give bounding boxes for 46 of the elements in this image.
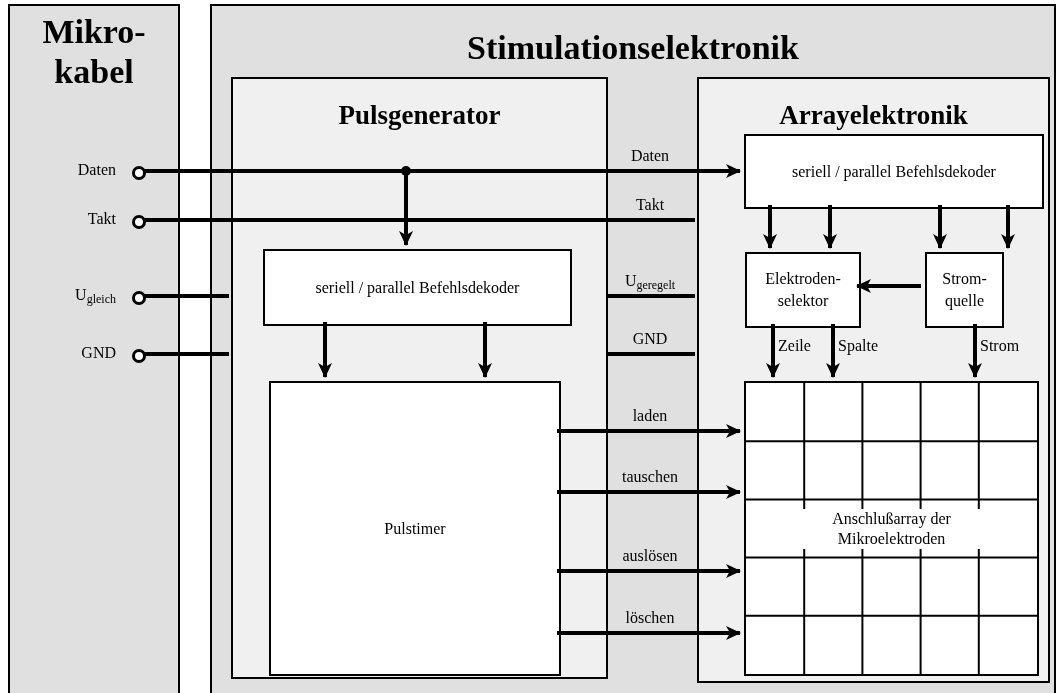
terminal-label: Daten: [77, 160, 116, 180]
arrow: [763, 205, 777, 249]
arrow: [478, 322, 492, 378]
connector-terminal: [132, 349, 146, 363]
terminal-label: U$_{gleich}$: [75, 285, 116, 305]
arrow: [968, 324, 982, 378]
terminal-label: GND: [81, 343, 116, 363]
box-label: Elektroden- selektor: [764, 269, 842, 311]
box-label: Pulstimer: [383, 518, 447, 539]
connection-line: [144, 218, 695, 222]
generator-panel: [231, 77, 608, 679]
arrow: [856, 279, 921, 293]
panel-title: Stimulationselektronik: [466, 28, 800, 68]
current-source-box: [925, 252, 1004, 328]
panel-title: Pulsgenerator: [337, 99, 502, 131]
arrow: [557, 564, 741, 578]
arrow: [557, 424, 741, 438]
arrow: [826, 324, 840, 378]
connection-line: [144, 294, 229, 298]
connection-line: [144, 352, 229, 356]
decoder-box: [263, 249, 572, 326]
decoder-box: [744, 134, 1044, 209]
box-label: seriell / parallel Befehlsdekoder: [314, 277, 521, 299]
connector-terminal: [132, 166, 146, 180]
connection-line: [606, 294, 695, 298]
arrow: [933, 205, 947, 249]
arrow: [823, 205, 837, 249]
arrow: [557, 626, 741, 640]
connection-line: [606, 352, 695, 356]
array-panel: [697, 77, 1050, 683]
connector-terminal: [132, 291, 146, 305]
arrow: [557, 485, 741, 499]
box-label: Strom- quelle: [941, 269, 988, 312]
arrow: [1001, 205, 1015, 249]
cable-panel: [8, 4, 180, 693]
terminal-label: Takt: [87, 209, 116, 229]
selector-box: [745, 252, 861, 328]
electronics-panel: [210, 4, 1056, 693]
arrow: [766, 324, 780, 378]
panel-title: Mikro- kabel: [41, 12, 147, 92]
connector-terminal: [132, 215, 146, 229]
box-label: seriell / parallel Befehlsdekoder: [791, 161, 997, 183]
arrow: [318, 322, 332, 378]
panel-title: Arrayelektronik: [778, 99, 969, 131]
edge-label: Spalte: [837, 336, 879, 356]
timer-box: [269, 381, 561, 676]
